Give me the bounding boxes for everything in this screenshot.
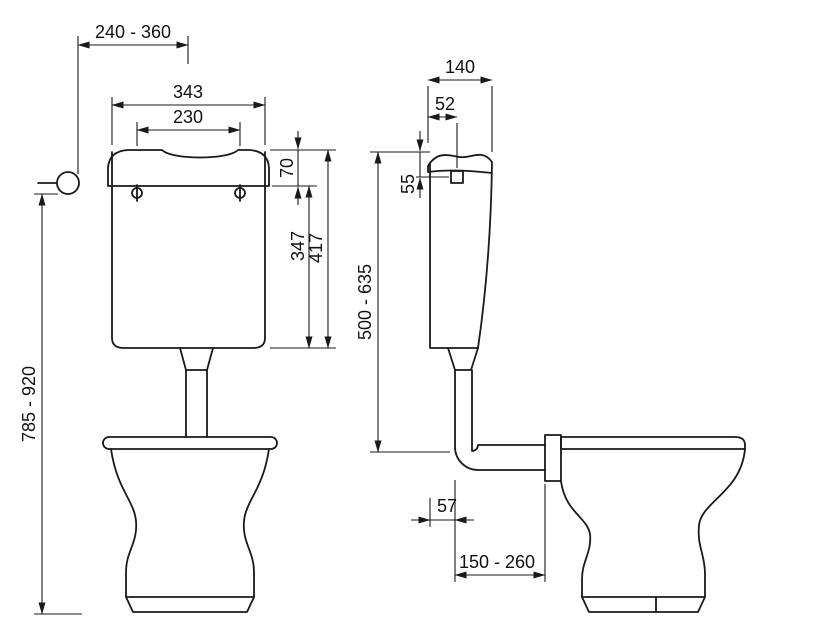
dim-label-supply-offset: 240 - 360 [95,22,171,42]
dim-bolt-spacing: 230 [136,107,241,146]
dim-label-supply-height: 785 - 920 [19,366,39,442]
supply-pipe-circle [56,171,80,195]
dim-inlet-drop: 55 [398,131,449,198]
dim-supply-offset: 240 - 360 [77,22,189,174]
front-cistern [107,149,270,349]
front-view [37,149,278,613]
dim-lid-height: 70 [270,131,336,205]
flush-pipe-front [185,369,208,438]
dim-cistern-height: 417 [270,149,336,349]
water-inlet-fitting [450,170,464,184]
bowl-left-profile [110,448,138,598]
bowl-rim-front [102,436,278,450]
dim-cistern-depth: 140 [427,57,493,152]
dim-body-height: 347 [288,185,313,349]
pipe-collar [544,434,562,482]
bowl-base-front [125,596,255,613]
cistern-lid-outline [107,149,270,187]
ext-lines [370,151,450,453]
dim-flush-pipe-height: 500 - 635 [355,151,450,453]
dim-inlet-offset: 52 [427,94,458,168]
water-supply-connection [37,171,80,195]
dimension-annotations: 240 - 360 343 230 785 - 920 70 347 [19,22,546,615]
ext-lines [34,193,82,615]
side-cistern [427,153,493,349]
bolt-hole-ticks [136,184,241,202]
pipe-outer-edge [454,369,546,471]
flush-valve-front [179,347,214,371]
dim-label-cistern-width: 343 [173,82,203,102]
dim-label-inlet-offset: 52 [435,94,455,114]
dim-outlet-reach: 150 - 260 [454,484,546,582]
bowl-rim-side [560,436,746,450]
front-toilet-bowl [102,436,278,613]
flush-valve-side [447,347,479,371]
dim-label-inlet-drop: 55 [398,174,418,194]
dim-cistern-width: 343 [111,82,266,145]
dim-label-cistern-height: 417 [306,233,326,263]
dim-label-lid-height: 70 [277,158,297,178]
dim-pipe-wall-clearance: 57 [411,480,474,582]
bowl-base-side [581,596,706,613]
ext-lines [136,122,241,146]
dim-label-bolt-spacing: 230 [173,107,203,127]
dim-supply-height: 785 - 920 [19,193,82,615]
side-flush-pipe [447,347,562,482]
dim-label-body-height: 347 [288,231,308,261]
dim-label-pipe-wall-clearance: 57 [437,496,457,516]
dim-label-cistern-depth: 140 [445,57,475,77]
pipe-inner-edge [471,369,546,452]
bowl-back-profile [560,480,592,598]
side-view [427,153,746,613]
cistern-body-outline [111,151,266,349]
bowl-front-profile [697,448,746,598]
cistern-side-outline [427,153,493,349]
side-toilet-bowl [560,436,746,613]
dim-label-outlet-reach: 150 - 260 [459,552,535,572]
bowl-right-profile [242,448,270,598]
front-flush-pipe [179,347,214,438]
ext-lines [77,36,189,174]
dim-label-flush-pipe-height: 500 - 635 [355,264,375,340]
